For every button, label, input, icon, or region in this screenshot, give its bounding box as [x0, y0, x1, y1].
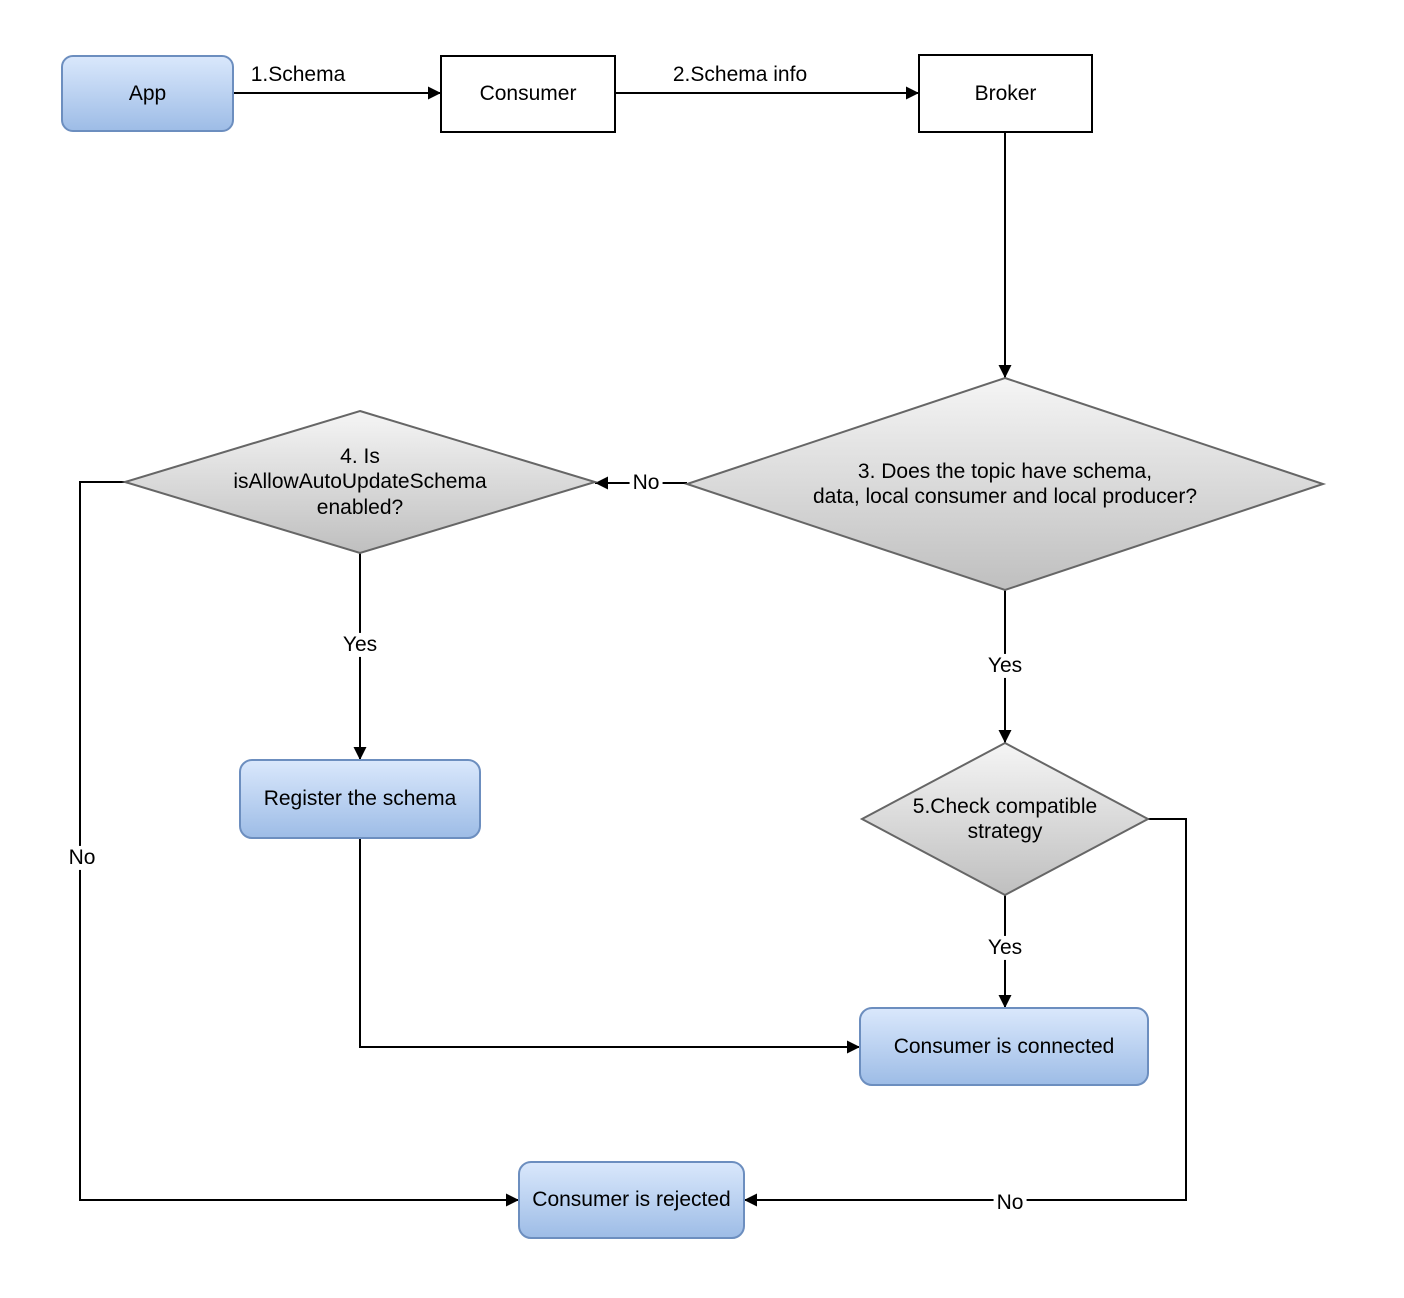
node-app-shape: [61, 55, 234, 132]
node-consumer-connected-shape: [859, 1007, 1149, 1086]
node-decision-topic-shape: [683, 376, 1327, 592]
node-decision-auto-update-shape: [121, 409, 599, 555]
node-decision-compatible-shape: [859, 741, 1151, 897]
edge-auto-update-no-to-rejected: [79, 481, 519, 1207]
node-consumer-rejected-shape: [518, 1161, 745, 1239]
node-consumer-shape: [440, 55, 616, 133]
edge-compatible-no-to-rejected: [744, 818, 1187, 1207]
node-register-schema-shape: [239, 759, 481, 839]
edge-register-to-connected: [359, 838, 860, 1054]
node-broker-shape: [918, 54, 1093, 133]
